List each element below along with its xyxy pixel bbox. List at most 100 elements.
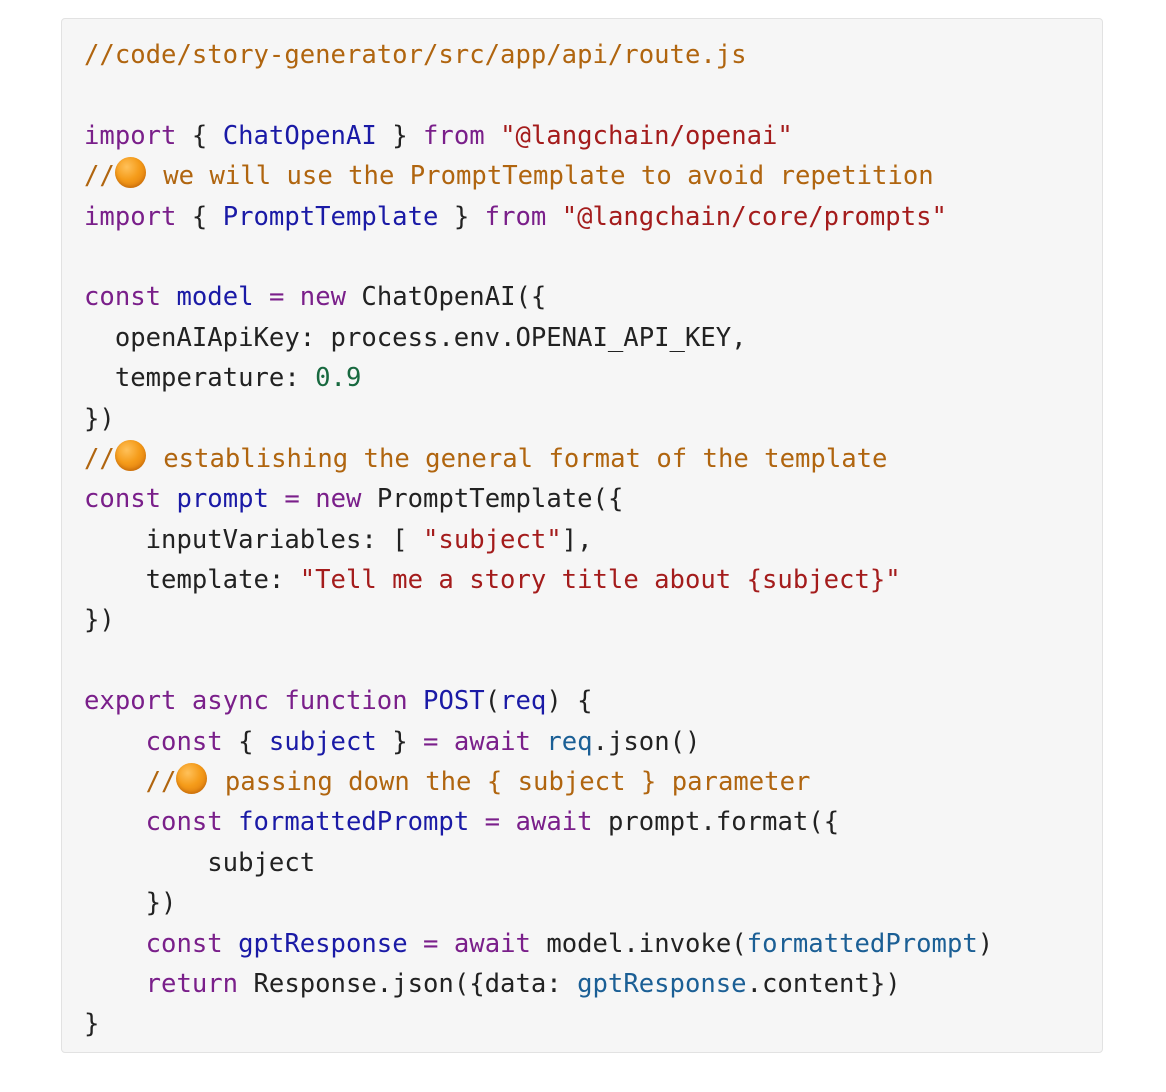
code-token-keyword: const: [145, 726, 223, 757]
code-token-plain: ],: [561, 524, 593, 555]
code-token-def: PromptTemplate: [222, 201, 439, 232]
code-line: export async function POST(req) {: [84, 681, 1102, 721]
code-token-keyword: export: [84, 686, 177, 717]
code-token-plain: model.invoke(: [530, 928, 747, 959]
code-token-var: gptResponse: [577, 968, 747, 999]
code-token-plain: [284, 282, 299, 312]
code-token-keyword: from: [423, 120, 485, 151]
code-line: // we will use the PromptTemplate to avo…: [84, 156, 1102, 196]
code-token-keyword: const: [84, 484, 162, 515]
code-token-plain: }): [84, 605, 115, 636]
code-token-plain: [176, 686, 191, 716]
code-token-plain: [408, 686, 423, 716]
code-token-plain: [84, 727, 146, 757]
code-token-plain: {: [222, 726, 269, 757]
code-token-plain: [254, 282, 269, 312]
code-token-plain: [269, 484, 284, 514]
code-token-plain: openAIApiKey: process.env.OPENAI_API_KEY…: [84, 322, 747, 353]
code-token-keyword: await: [453, 928, 531, 959]
code-token-plain: [161, 484, 176, 514]
code-token-plain: }: [376, 726, 424, 757]
code-token-plain: [546, 202, 561, 232]
code-token-comment: we will use the PromptTemplate to avoid …: [147, 161, 934, 192]
code-line: openAIApiKey: process.env.OPENAI_API_KEY…: [84, 318, 1102, 358]
code-token-plain: [84, 929, 146, 959]
code-token-plain: [438, 929, 453, 959]
code-token-keyword: =: [423, 726, 439, 757]
code-token-plain: .content}): [746, 968, 901, 999]
code-token-keyword: new: [299, 282, 347, 313]
code-line: }): [84, 600, 1102, 640]
code-token-def: model: [176, 282, 254, 313]
code-block: //code/story-generator/src/app/api/route…: [61, 18, 1103, 1053]
code-token-comment: //: [145, 767, 177, 798]
code-token-plain: .json(): [592, 726, 701, 757]
code-token-plain: [485, 121, 500, 151]
code-token-plain: [161, 282, 176, 312]
code-line: const formattedPrompt = await prompt.for…: [84, 802, 1102, 842]
code-token-plain: [438, 727, 453, 757]
code-token-keyword: import: [84, 201, 177, 232]
code-line: [84, 641, 1102, 681]
code-line: return Response.json({data: gptResponse.…: [84, 964, 1102, 1004]
code-token-comment: //code/story-generator/src/app/api/route…: [84, 40, 747, 70]
code-token-def: gptResponse: [238, 928, 408, 959]
code-token-plain: }: [84, 1009, 100, 1040]
code-token-plain: }: [438, 201, 485, 232]
code-lines: //code/story-generator/src/app/api/route…: [84, 35, 1102, 1045]
code-line: [84, 75, 1102, 115]
code-token-plain: {: [176, 201, 223, 232]
code-token-plain: ) {: [546, 686, 593, 717]
code-token-def: ChatOpenAI: [222, 120, 377, 151]
code-line: // passing down the { subject } paramete…: [84, 762, 1102, 802]
code-token-number: 0.9: [315, 363, 362, 394]
code-line: inputVariables: [ "subject"],: [84, 520, 1102, 560]
code-token-plain: [84, 969, 146, 999]
code-token-comment: establishing the general format of the t…: [147, 443, 888, 474]
code-token-plain: [469, 807, 484, 837]
code-token-keyword: from: [484, 201, 547, 232]
code-line: }): [84, 399, 1102, 439]
code-line: }): [84, 883, 1102, 923]
code-token-plain: ): [977, 928, 994, 959]
code-line: [84, 237, 1102, 277]
code-token-comment: //: [84, 161, 115, 192]
code-token-plain: }): [84, 403, 115, 434]
code-token-comment: //: [84, 443, 115, 474]
code-token-plain: [84, 807, 146, 837]
code-token-string: "@langchain/core/prompts": [561, 201, 947, 232]
code-token-keyword: import: [84, 120, 177, 151]
code-token-plain: Response.json({data:: [238, 968, 578, 999]
code-token-def: req: [500, 686, 547, 717]
code-token-def: subject: [268, 726, 377, 757]
code-token-plain: [84, 767, 146, 797]
code-token-def: formattedPrompt: [238, 807, 470, 838]
code-token-string: "@langchain/openai": [500, 120, 793, 151]
code-token-keyword: =: [484, 807, 501, 838]
code-token-plain: }): [84, 888, 177, 919]
code-token-keyword: const: [145, 807, 223, 838]
code-token-plain: prompt.format({: [592, 807, 840, 838]
code-token-plain: {: [176, 120, 223, 151]
code-token-keyword: await: [515, 807, 593, 838]
code-token-plain: temperature:: [84, 363, 316, 394]
code-token-keyword: function: [284, 686, 408, 717]
orange-circle-icon: [114, 157, 146, 189]
code-line: const gptResponse = await model.invoke(f…: [84, 924, 1102, 964]
code-token-plain: template:: [84, 565, 300, 596]
code-token-keyword: await: [453, 726, 531, 757]
code-token-plain: }: [376, 120, 424, 151]
code-token-keyword: return: [145, 968, 239, 999]
code-line: import { PromptTemplate } from "@langcha…: [84, 197, 1102, 237]
code-token-plain: [531, 727, 546, 757]
code-line: // establishing the general format of th…: [84, 439, 1102, 479]
code-token-plain: PromptTemplate({: [361, 484, 624, 515]
code-line: subject: [84, 843, 1102, 883]
code-token-plain: [300, 484, 315, 514]
code-token-var: formattedPrompt: [746, 928, 978, 959]
code-line: }: [84, 1004, 1102, 1044]
code-token-plain: [269, 686, 284, 716]
code-token-keyword: =: [423, 928, 439, 959]
code-token-plain: [223, 929, 238, 959]
code-token-var: req: [546, 726, 593, 757]
